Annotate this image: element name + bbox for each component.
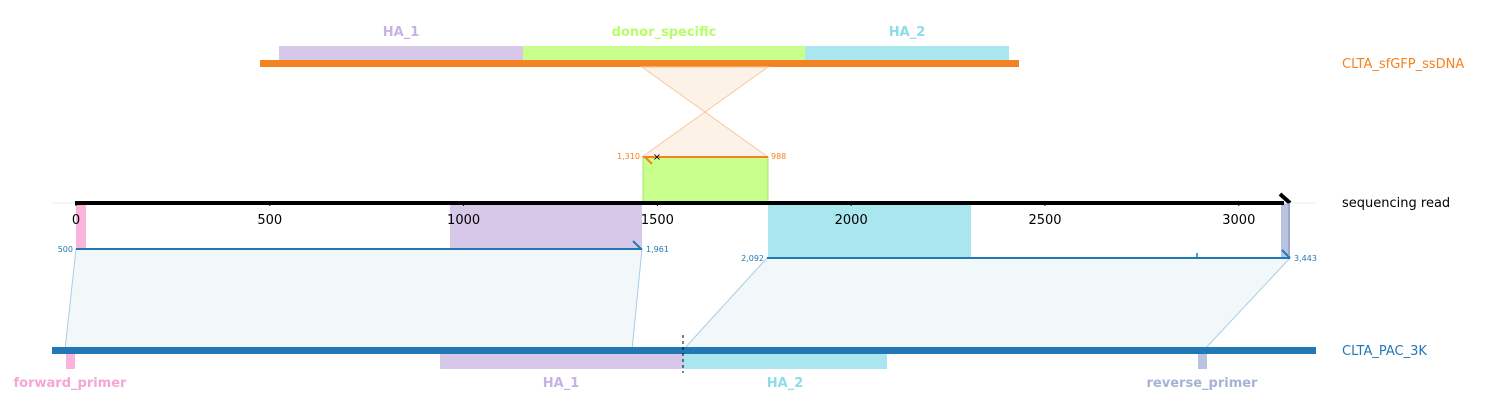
read-axis-tick-label: 2000: [835, 213, 868, 228]
reference-feature-label: forward_primer: [14, 376, 128, 391]
read-axis-tick-label: 1500: [641, 213, 674, 228]
reference-feature-label: HA_2: [767, 376, 804, 391]
reference-alignment-1-end-label: 1,961: [646, 245, 669, 254]
reference-feature-reverse-primer-block: [1198, 350, 1207, 369]
reference-sequence-name: CLTA_PAC_3K: [1342, 344, 1427, 359]
donor-feature-label: HA_1: [383, 25, 420, 40]
read-axis-tick-label: 3000: [1222, 213, 1255, 228]
read-axis-tick-label: 1000: [447, 213, 480, 228]
reference-alignment-link-2: [681, 257, 1292, 351]
read-axis-ticks: 0 500 1000 1500 2000 2500 3000: [72, 203, 1255, 228]
reference-feature-ha1-block: [440, 350, 683, 369]
read-axis-group: 0 500 1000 1500 2000 2500 3000 sequencing read: [52, 192, 1450, 256]
reference-alignment-arrowhead-1: [632, 240, 642, 250]
donor-alignment-start-label: 1,310: [617, 152, 640, 161]
read-feature-forward-primer: [76, 203, 86, 249]
donor-sequence-group: HA_1 donor_specific HA_2 CLTA_sfGFP_ssDN…: [260, 25, 1464, 72]
read-feature-ha1: [450, 203, 642, 249]
reference-alignment-2-end-label: 3,443: [1294, 254, 1317, 263]
reference-alignment-arrowhead-2: [1281, 249, 1291, 259]
read-direction-arrowhead: [1278, 192, 1292, 205]
donor-alignment-link: [640, 66, 770, 158]
donor-feature-donor-specific-block: [523, 46, 805, 63]
donor-alignment-group: × 1,310 988: [617, 66, 786, 203]
reference-alignment-2-start-label: 2,092: [741, 254, 764, 263]
donor-sequence-bar: [260, 60, 1019, 67]
donor-feature-label: donor_specific: [612, 25, 717, 40]
reference-sequence-bar: [52, 347, 1316, 354]
donor-alignment-end-label: 988: [771, 152, 786, 161]
donor-feature-label: HA_2: [889, 25, 926, 40]
read-axis-tick-label: 0: [72, 213, 80, 228]
reference-alignment-1-start-label: 500: [58, 245, 73, 254]
read-feature-ha2: [768, 203, 971, 258]
reference-feature-ha2-block: [683, 350, 887, 369]
reference-feature-forward-primer-block: [66, 350, 75, 369]
donor-sequence-name: CLTA_sfGFP_ssDNA: [1342, 57, 1464, 72]
reference-alignment-link-1: [64, 248, 643, 351]
read-features-group: [76, 203, 1290, 258]
read-feature-reverse-primer: [1281, 203, 1290, 258]
read-axis-tick-label: 500: [257, 213, 282, 228]
donor-feature-ha2-block: [805, 46, 1009, 63]
reference-sequence-group: forward_primer HA_1 HA_2 reverse_primer …: [14, 335, 1427, 391]
reference-alignment-group: 500 1,961 2,092 3,443: [58, 240, 1317, 351]
mismatch-marker-icon: ×: [653, 152, 661, 163]
donor-feature-ha1-block: [279, 46, 523, 63]
read-sequence-name: sequencing read: [1342, 196, 1450, 211]
donor-alignment-arrowhead: [644, 156, 653, 165]
reference-feature-label: HA_1: [543, 376, 580, 391]
donor-specific-read-block: [642, 156, 769, 203]
reference-feature-label: reverse_primer: [1147, 376, 1259, 391]
read-axis-tick-label: 2500: [1028, 213, 1061, 228]
